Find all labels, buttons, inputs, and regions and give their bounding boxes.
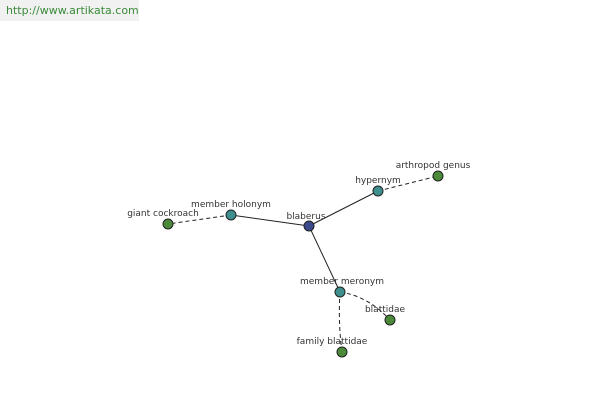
node-hypernym[interactable]: [372, 185, 384, 197]
label-member-holonym: member holonym: [191, 200, 271, 210]
node-member-meronym[interactable]: [334, 286, 346, 298]
node-family-blattidae[interactable]: [336, 346, 348, 358]
node-blaberus[interactable]: [303, 220, 315, 232]
edge-blaberus-member-meronym: [308, 225, 341, 293]
node-giant-cockroach[interactable]: [162, 218, 174, 230]
label-member-meronym: member meronym: [300, 277, 384, 287]
label-hypernym: hypernym: [355, 176, 401, 186]
edge-blaberus-hypernym: [308, 190, 379, 227]
edge-blaberus-member-holonym: [230, 214, 310, 227]
edge-member-meronym-blattidae: [339, 291, 391, 321]
node-arthropod-genus[interactable]: [432, 170, 444, 182]
label-blattidae: blattidae: [365, 305, 406, 315]
edge-hypernym-arthropod-genus: [377, 175, 439, 192]
edge-member-meronym-family-blattidae: [338, 291, 343, 353]
label-blaberus: blaberus: [286, 212, 325, 222]
label-arthropod-genus: arthropod genus: [396, 161, 471, 171]
node-member-holonym[interactable]: [225, 209, 237, 221]
label-family-blattidae: family blattidae: [297, 337, 368, 347]
url-banner[interactable]: http://www.artikata.com: [0, 0, 139, 21]
label-giant-cockroach: giant cockroach: [127, 209, 199, 219]
node-blattidae[interactable]: [384, 314, 396, 326]
edge-member-holonym-giant-cockroach: [167, 214, 232, 225]
